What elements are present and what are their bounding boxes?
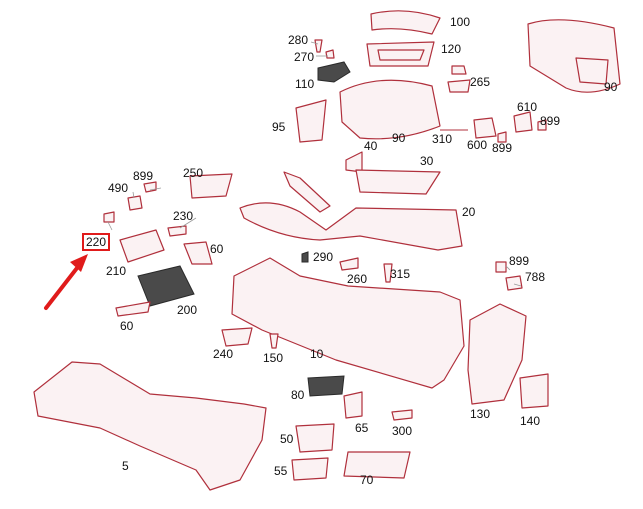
part-490-bulb — [127, 195, 143, 211]
part-80-grille — [307, 375, 345, 397]
part-30-tray — [355, 169, 441, 195]
callout-290: 290 — [313, 250, 334, 264]
callout-110: 110 — [295, 77, 315, 91]
callout-5: 5 — [122, 459, 129, 473]
part-300-cap — [391, 409, 413, 421]
part-899-clip-b — [497, 131, 507, 143]
callout-600: 600 — [467, 138, 488, 152]
part-55-insert — [291, 457, 329, 481]
callout-70: 70 — [360, 473, 374, 487]
callout-95: 95 — [272, 120, 286, 134]
callout-310: 310 — [432, 132, 453, 146]
part-130-rear-panel — [467, 303, 527, 405]
part-65-panel — [343, 391, 363, 419]
part-150-clip — [269, 333, 279, 349]
part-100-lid-cover — [370, 10, 441, 35]
callout-30: 30 — [420, 154, 434, 168]
part-60-cover-a — [183, 241, 213, 265]
part-5-lower-console — [33, 361, 267, 491]
part-90-armrest-assembly — [527, 19, 621, 93]
part-120-frame — [366, 41, 435, 67]
part-60-cover-b — [115, 301, 151, 317]
part-270-clip — [325, 49, 335, 59]
callout-80: 80 — [291, 388, 305, 402]
callout-899-d: 899 — [509, 254, 530, 268]
callout-120: 120 — [441, 42, 462, 56]
leader-lines — [107, 41, 522, 287]
callout-20: 20 — [462, 205, 476, 219]
callout-490: 490 — [108, 181, 129, 195]
part-200-module — [137, 265, 195, 307]
callout-315: 315 — [390, 267, 411, 281]
part-240-mat — [221, 327, 253, 347]
callout-230: 230 — [173, 209, 194, 223]
part-70-mat — [343, 451, 411, 479]
part-90-armrest — [339, 79, 441, 140]
callout-220-highlighted: 220 — [82, 233, 111, 251]
callout-240: 240 — [213, 347, 234, 361]
part-220-socket — [103, 211, 115, 223]
callout-90-mid: 90 — [392, 131, 406, 145]
callout-280: 280 — [288, 33, 309, 47]
callout-50: 50 — [280, 432, 294, 446]
callout-899-c: 899 — [133, 169, 154, 183]
part-260-bracket — [339, 257, 359, 271]
callout-210: 210 — [106, 264, 127, 278]
part-50-bin — [295, 423, 335, 453]
callout-100: 100 — [450, 15, 471, 29]
pointer-arrow — [44, 254, 88, 310]
part-899-clip-d — [495, 261, 507, 273]
part-788-connector — [505, 275, 523, 291]
part-315-screw — [383, 263, 393, 283]
callout-150: 150 — [263, 351, 284, 365]
part-20-rail — [283, 171, 331, 213]
callout-60-bottom: 60 — [120, 319, 134, 333]
callout-90-top: 90 — [604, 80, 618, 94]
callout-65: 65 — [355, 421, 369, 435]
part-10-console-body — [231, 257, 465, 389]
callout-260: 260 — [347, 272, 368, 286]
part-230-knob — [167, 225, 187, 237]
part-610-hinge — [513, 111, 533, 133]
part-20-upper-trim — [239, 202, 463, 251]
part-95-cup — [295, 99, 327, 143]
part-250-panel — [189, 173, 233, 199]
callout-200: 200 — [177, 303, 198, 317]
callout-130: 130 — [470, 407, 491, 421]
part-600-hinge — [473, 117, 497, 139]
callout-899-b: 899 — [492, 141, 513, 155]
callout-610: 610 — [517, 100, 538, 114]
part-280-pin — [314, 39, 323, 53]
part-899-clip-a — [537, 119, 547, 131]
part-110-latch — [317, 61, 351, 83]
callout-140: 140 — [520, 414, 541, 428]
part-140-ashtray — [519, 373, 549, 409]
callout-10: 10 — [310, 347, 324, 361]
part-210-switch-panel — [119, 229, 165, 263]
callout-60-top: 60 — [210, 242, 224, 256]
callout-40: 40 — [364, 139, 378, 153]
part-290-clip — [301, 251, 309, 263]
callout-300: 300 — [392, 424, 413, 438]
callout-265: 265 — [470, 75, 491, 89]
callout-788: 788 — [525, 270, 546, 284]
part-40-trim — [345, 151, 363, 173]
part-265-bracket — [447, 65, 471, 93]
callout-270: 270 — [294, 50, 315, 64]
callout-55: 55 — [274, 464, 288, 478]
part-899-clip-c — [143, 181, 157, 193]
callout-899-a: 899 — [540, 114, 561, 128]
callout-250: 250 — [183, 166, 204, 180]
